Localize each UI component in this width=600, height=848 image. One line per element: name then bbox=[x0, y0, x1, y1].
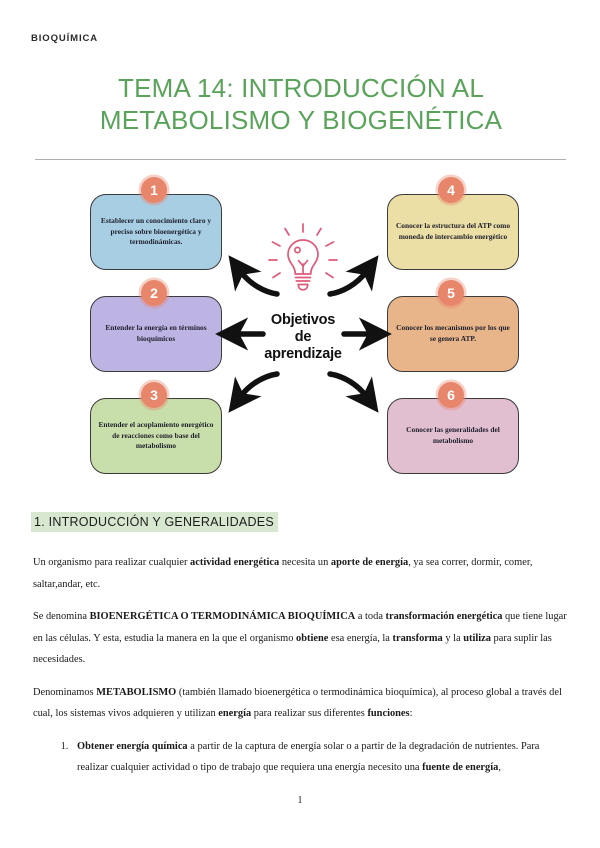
p2-text-f: para suplir las necesidades. bbox=[33, 632, 552, 666]
body-content: Un organismo para realizar cualquier act… bbox=[33, 552, 567, 779]
p2-bold-3: obtiene bbox=[296, 632, 329, 644]
li1-bold-1: Obtener energía química bbox=[77, 740, 188, 752]
paragraph-2: Se denomina BIOENERGÉTICA O TERMODINÁMIC… bbox=[33, 606, 567, 671]
page-title: TEMA 14: INTRODUCCIÓN AL METABOLISMO Y B… bbox=[35, 72, 567, 136]
p1-bold-2: aporte de energía bbox=[330, 557, 409, 568]
center-label-line-1: Objetivos bbox=[270, 312, 336, 328]
p1-text-b: necesita un bbox=[279, 557, 331, 568]
center-label-line-3: aprendizaje bbox=[264, 346, 342, 362]
diagram-center-label: Objetivos de aprendizaje bbox=[228, 312, 378, 363]
li1-text-a: a partir de la captura de energía solar … bbox=[77, 740, 540, 774]
p3-bold-2: energía bbox=[218, 708, 252, 719]
objective-badge-3: 3 bbox=[141, 382, 167, 408]
p1-bold-1: actividad energética bbox=[190, 557, 280, 568]
paragraph-1: Un organismo para realizar cualquier act… bbox=[33, 552, 567, 595]
p2-bold-2: transformación energética bbox=[385, 611, 503, 622]
p3-text-c: para realizar sus diferentes bbox=[251, 708, 368, 719]
p2-bold-5: utiliza bbox=[463, 632, 491, 644]
objective-box-4: Conocer la estructura del ATP como moned… bbox=[387, 194, 519, 270]
lightbulb-icon bbox=[268, 223, 338, 291]
objective-box-3: Entender el acoplamiento energético de r… bbox=[90, 398, 222, 474]
section-heading: 1. INTRODUCCIÓN Y GENERALIDADES bbox=[31, 512, 278, 532]
objective-box-1: Establecer un conocimiento claro y preci… bbox=[90, 194, 222, 270]
center-label-line-2: de bbox=[294, 329, 312, 345]
objective-badge-2: 2 bbox=[141, 280, 167, 306]
p2-text-d: esa energía, la bbox=[328, 632, 393, 644]
p3-bold-3: funciones bbox=[367, 708, 410, 719]
objective-box-5: Conocer los mecanismos por los que se ge… bbox=[387, 296, 519, 372]
document-subject-header: BIOQUÍMICA bbox=[31, 33, 99, 44]
p2-text-b: a toda bbox=[355, 611, 386, 622]
objective-badge-5: 5 bbox=[438, 280, 464, 306]
objective-badge-4: 4 bbox=[438, 177, 464, 203]
p2-bold-1: BIOENERGÉTICA O TERMODINÁMICA BIOQUÍMICA bbox=[89, 611, 356, 622]
objective-box-6: Conocer las generalidades del metabolism… bbox=[387, 398, 519, 474]
p2-text-a: Se denomina bbox=[33, 611, 90, 622]
objectives-diagram: Objetivos de aprendizaje Establecer un c… bbox=[30, 172, 570, 492]
p2-bold-4: transforma bbox=[392, 632, 443, 644]
objective-badge-1: 1 bbox=[141, 177, 167, 203]
title-divider bbox=[35, 159, 566, 160]
li1-text-c: , bbox=[498, 762, 501, 773]
p1-text-c: , ya sea correr, dormir, comer, saltar,a… bbox=[33, 557, 533, 590]
p1-text-a: Un organismo para realizar cualquier bbox=[33, 557, 191, 568]
li1-bold-2: fuente de energía bbox=[422, 762, 499, 773]
p3-text-b: (también llamado bioenergética o termodi… bbox=[33, 686, 562, 720]
p3-text-a: Denominamos bbox=[33, 686, 97, 698]
paragraph-3: Denominamos METABOLISMO (también llamado… bbox=[33, 682, 567, 725]
p2-text-e: y la bbox=[442, 632, 464, 644]
objective-box-2: Entender la energía en términos bioquími… bbox=[90, 296, 222, 372]
page-number: 1 bbox=[297, 795, 303, 806]
p3-text-d: : bbox=[409, 708, 413, 719]
page-title-line-1: TEMA 14: INTRODUCCIÓN AL bbox=[118, 73, 484, 103]
p3-bold-1: METABOLISMO bbox=[96, 686, 177, 698]
p2-text-c: que tiene lugar en las células. Y esta, … bbox=[33, 611, 567, 644]
objectives-ordered-list: Obtener energía química a partir de la c… bbox=[33, 736, 567, 779]
list-item: Obtener energía química a partir de la c… bbox=[71, 736, 567, 779]
diagram-arrows bbox=[215, 255, 392, 413]
page-title-line-2: METABOLISMO Y BIOGENÉTICA bbox=[99, 105, 503, 135]
objective-badge-6: 6 bbox=[438, 382, 464, 408]
